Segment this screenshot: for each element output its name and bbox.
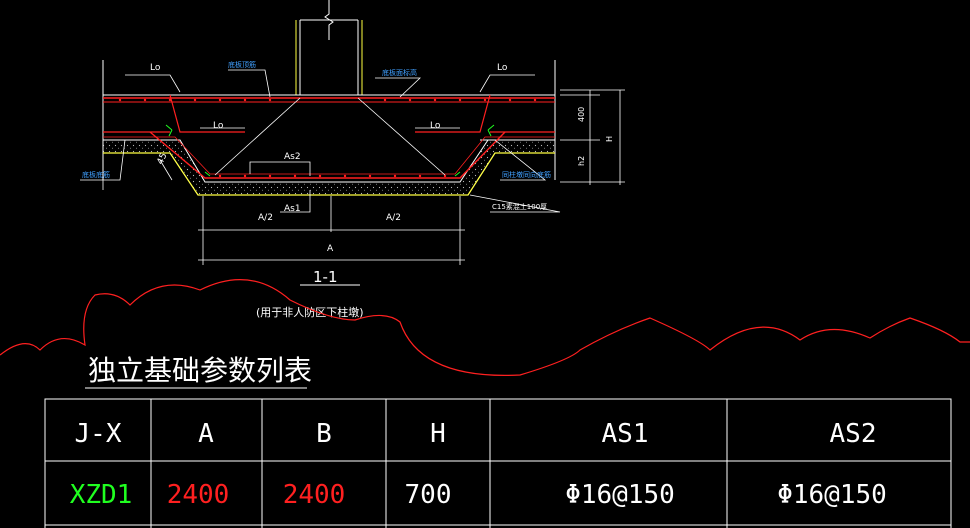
label-lo-top-right: Lo	[497, 63, 508, 73]
label-angle: 45	[156, 152, 170, 167]
header-b: B	[316, 419, 332, 449]
table-row: XZD1 2400 2400 700 Φ16@150 Φ16@150	[70, 480, 887, 510]
header-h: H	[430, 419, 446, 449]
rebar-dots	[118, 98, 537, 178]
label-lo-mid-left: Lo	[213, 121, 224, 131]
stirrup-hooks	[165, 124, 495, 177]
dimension-lines	[102, 89, 625, 286]
label-base-bottom-bar: 底板底筋	[82, 170, 110, 179]
parameter-table	[44, 398, 952, 528]
label-half-a-right: A/2	[386, 213, 401, 223]
section-subtitle: (用于非人防区下柱墩)	[256, 305, 364, 319]
label-as1: As1	[284, 204, 301, 214]
label-dim-400: 400	[577, 107, 586, 122]
label-h2: h2	[577, 156, 586, 166]
cell-as2: Φ16@150	[777, 480, 887, 510]
label-slab-top-surface: 底板面标高	[382, 68, 417, 77]
cell-a: 2400	[167, 480, 230, 510]
cell-h: 700	[405, 480, 452, 510]
parameter-table-section: 独立基础参数列表 J-X A B H AS1 AS2 XZD1 2400 240…	[44, 354, 952, 528]
cell-jx: XZD1	[70, 480, 133, 510]
header-as1: AS1	[602, 419, 649, 449]
leader-lines	[80, 69, 561, 213]
cell-as1: Φ16@150	[565, 480, 675, 510]
label-lo-mid-right: Lo	[430, 121, 441, 131]
label-h: H	[605, 136, 614, 142]
top-rebar-red	[103, 94, 555, 179]
label-lo-top-left: Lo	[150, 63, 161, 73]
table-header-row: J-X A B H AS1 AS2	[75, 419, 877, 449]
revision-cloud	[0, 279, 970, 376]
label-c15-cushion: C15素混土100厚	[492, 202, 547, 211]
cell-b: 2400	[283, 480, 346, 510]
section-title: 1-1	[313, 268, 338, 286]
label-a: A	[327, 244, 334, 254]
column-stub	[295, 0, 363, 95]
c15-cushion-hatch	[102, 139, 556, 196]
label-as2: As2	[284, 152, 301, 162]
diagonal-lines	[214, 97, 446, 176]
header-jx: J-X	[75, 419, 122, 449]
table-title: 独立基础参数列表	[88, 354, 312, 387]
foundation-section-drawing: Lo Lo Lo Lo 底板顶筋 底板面标高 底板底筋 同柱墩同向底筋 C15素…	[80, 0, 625, 319]
header-as2: AS2	[830, 419, 877, 449]
label-base-top-bar: 底板顶筋	[228, 60, 256, 69]
label-same-as-base-bottom: 同柱墩同向底筋	[502, 170, 551, 179]
label-half-a-left: A/2	[258, 213, 273, 223]
header-a: A	[198, 419, 214, 449]
pier-bottom-yellow	[103, 152, 555, 196]
